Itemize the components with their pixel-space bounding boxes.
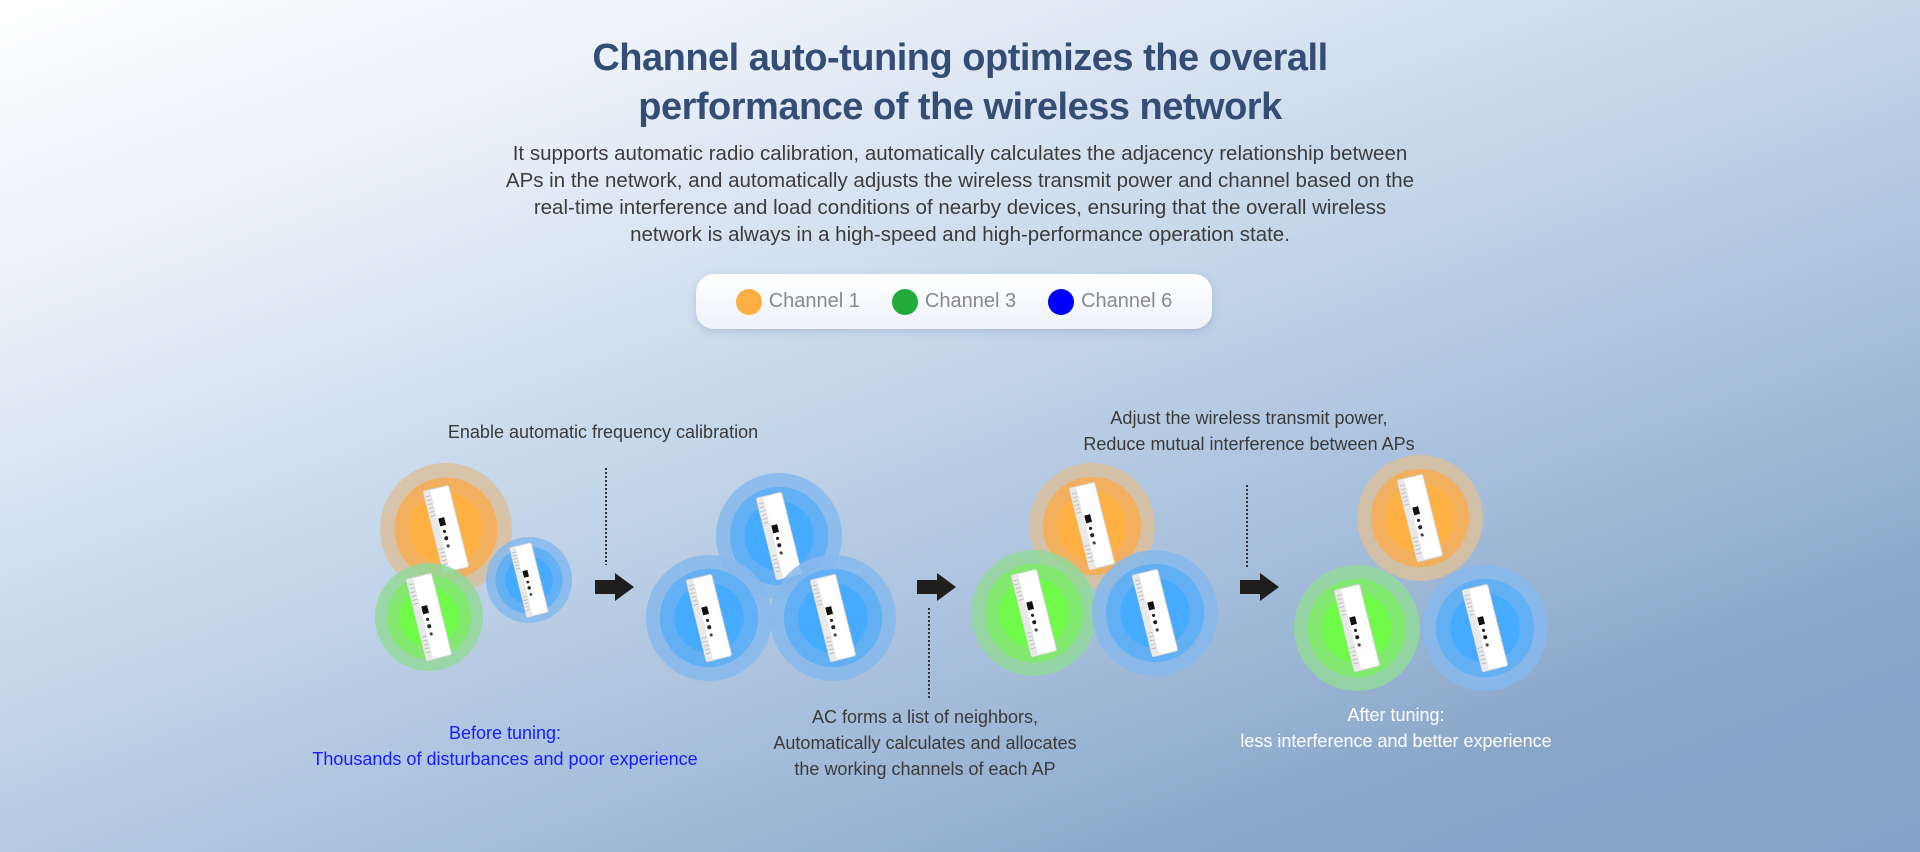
arrow-right-icon (917, 573, 956, 601)
step1-text: Enable automatic frequency calibration (447, 422, 759, 442)
access-point-ch6 (716, 473, 842, 599)
ap-layer (375, 455, 1548, 691)
annotation-layer (595, 468, 1279, 700)
after-line-1: After tuning: (1347, 705, 1445, 725)
after-line-2: less interference and better experience (1240, 731, 1552, 751)
stage-allocated (971, 463, 1218, 676)
step1-label: Enable automatic frequency calibration (448, 419, 758, 445)
channel-3-dot-icon (891, 288, 918, 315)
step2-line-1: AC forms a list of neighbors, (811, 707, 1039, 727)
description-line: APs in the network, and automatically ad… (505, 169, 1415, 192)
access-point-ch3 (971, 550, 1097, 676)
description-line: real-time interference and load conditio… (533, 196, 1387, 219)
legend-item-channel-1: Channel 1 (735, 288, 860, 315)
step2-label: AC forms a list of neighbors, Automatica… (773, 704, 1076, 782)
step3-line-1: Adjust the wireless transmit power, (1110, 408, 1388, 428)
channel-6-dot-icon (1048, 288, 1075, 315)
access-point-ch6 (486, 537, 572, 623)
access-point-ch1 (380, 463, 512, 595)
legend-item-channel-6: Channel 6 (1048, 288, 1173, 315)
before-line-2: Thousands of disturbances and poor exper… (312, 749, 698, 769)
title-line-2: performance of the wireless network (638, 86, 1282, 128)
title-line-1: Channel auto-tuning optimizes the overal… (592, 37, 1328, 79)
step3-label: Adjust the wireless transmit power, Redu… (1083, 405, 1414, 457)
stage-before (375, 463, 572, 671)
access-point-ch1 (1357, 455, 1483, 581)
access-point-ch6 (646, 555, 772, 681)
access-point-ch3 (1294, 565, 1420, 691)
legend-item-channel-3: Channel 3 (891, 288, 1017, 315)
before-line-1: Before tuning: (448, 723, 562, 743)
after-tuning-label: After tuning: less interference and bett… (1240, 702, 1551, 754)
access-point-ch6 (1422, 565, 1548, 691)
stage-calibrating (646, 473, 896, 681)
step2-line-3: the working channels of each AP (794, 759, 1056, 779)
arrow-right-icon (595, 573, 634, 601)
legend-label: Channel 6 (1081, 290, 1173, 312)
step2-line-2: Automatically calculates and allocates (773, 733, 1077, 753)
description: It supports automatic radio calibration,… (460, 140, 1460, 248)
step3-line-2: Reduce mutual interference between APs (1083, 434, 1415, 454)
stage-after (1294, 455, 1548, 691)
arrow-right-icon (1240, 573, 1279, 601)
channel-1-dot-icon (735, 288, 762, 315)
description-line: network is always in a high-speed and hi… (630, 223, 1290, 246)
channel-legend: Channel 1 Channel 3 Channel 6 (696, 274, 1212, 329)
description-line: It supports automatic radio calibration,… (512, 142, 1408, 165)
legend-label: Channel 3 (924, 290, 1017, 312)
access-point-ch3 (375, 563, 483, 671)
page-title: Channel auto-tuning optimizes the overal… (0, 34, 1920, 132)
before-tuning-label: Before tuning: Thousands of disturbances… (312, 720, 697, 772)
legend-label: Channel 1 (768, 290, 860, 312)
access-point-ch6 (1092, 550, 1218, 676)
access-point-ch6 (770, 555, 896, 681)
